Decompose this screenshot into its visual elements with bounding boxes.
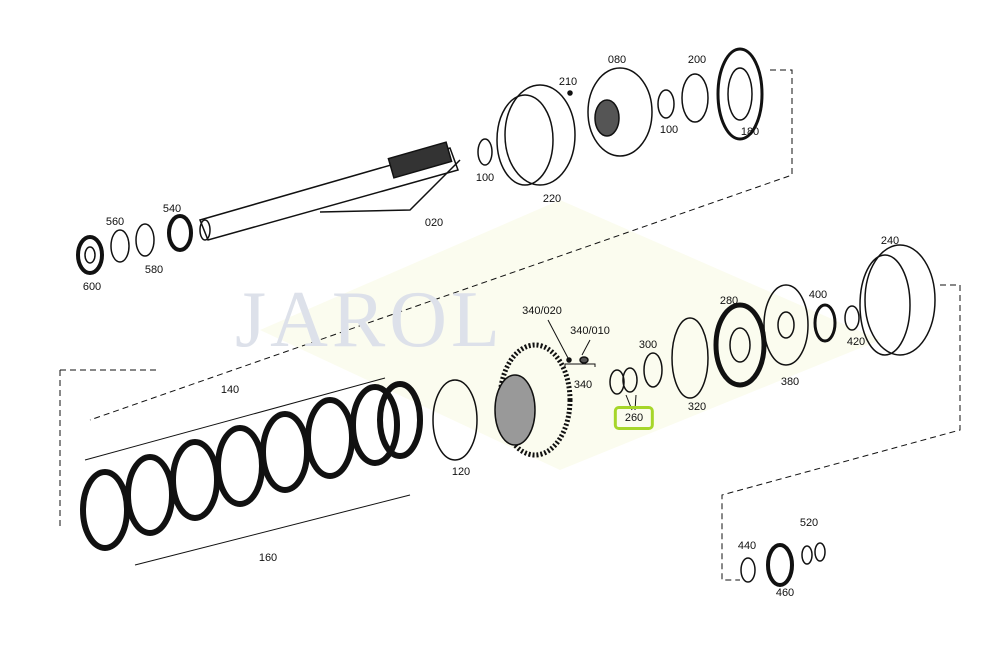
- label-140[interactable]: 140: [220, 384, 240, 396]
- ring-100b: [477, 138, 493, 166]
- label-440[interactable]: 440: [737, 540, 757, 552]
- label-200[interactable]: 200: [687, 54, 707, 66]
- washer-440: [740, 557, 756, 583]
- label-340-010[interactable]: 340/010: [570, 325, 610, 337]
- label-380[interactable]: 380: [780, 376, 800, 388]
- ring-300: [643, 352, 663, 388]
- label-520[interactable]: 520: [799, 517, 819, 529]
- label-080[interactable]: 080: [607, 54, 627, 66]
- label-560[interactable]: 560: [105, 216, 125, 228]
- label-460[interactable]: 460: [775, 587, 795, 599]
- bearing-540: [167, 214, 193, 252]
- label-340-020[interactable]: 340/020: [522, 305, 562, 317]
- label-320[interactable]: 320: [687, 401, 707, 413]
- bearing-460: [766, 543, 794, 587]
- ring-420: [844, 305, 860, 331]
- ring-260a: [609, 369, 625, 395]
- label-240[interactable]: 240: [880, 235, 900, 247]
- label-220[interactable]: 220: [542, 193, 562, 205]
- bearing-280: [713, 302, 767, 388]
- label-580[interactable]: 580: [144, 264, 164, 276]
- label-300[interactable]: 300: [638, 339, 658, 351]
- gear-hub: [494, 342, 573, 458]
- disc-120: [432, 379, 478, 461]
- ring-580: [135, 223, 155, 257]
- label-160[interactable]: 160: [258, 552, 278, 564]
- clutch-pack: [80, 381, 423, 551]
- watermark: JAROL: [235, 276, 504, 364]
- bearing-180: [716, 47, 764, 141]
- bearing-600: [76, 235, 104, 275]
- drum-080: [587, 67, 653, 157]
- drum-240: [859, 244, 936, 356]
- ring-400: [813, 303, 837, 343]
- label-600[interactable]: 600: [82, 281, 102, 293]
- ring-520b: [814, 542, 826, 562]
- frame-upper: [89, 69, 793, 421]
- disc-380: [763, 284, 809, 366]
- label-420[interactable]: 420: [846, 336, 866, 348]
- label-020[interactable]: 020: [424, 217, 444, 229]
- shaft-020: [198, 141, 461, 241]
- ring-260b: [622, 367, 638, 393]
- housing-220: [496, 84, 576, 186]
- label-180[interactable]: 180: [740, 126, 760, 138]
- label-260-highlighted[interactable]: 260: [613, 406, 655, 430]
- ring-520a: [801, 545, 813, 565]
- label-100[interactable]: 100: [659, 124, 679, 136]
- label-210[interactable]: 210: [558, 76, 578, 88]
- ring-100a: [657, 89, 675, 119]
- label-540[interactable]: 540: [162, 203, 182, 215]
- watermark-diamond: [260, 200, 880, 470]
- label-100-shaft[interactable]: 100: [475, 172, 495, 184]
- label-400[interactable]: 400: [808, 289, 828, 301]
- label-340[interactable]: 340: [573, 379, 593, 391]
- seal-320: [671, 317, 709, 399]
- label-280[interactable]: 280: [719, 295, 739, 307]
- ring-560: [110, 229, 130, 263]
- snap-ring-200: [681, 73, 709, 123]
- label-120[interactable]: 120: [451, 466, 471, 478]
